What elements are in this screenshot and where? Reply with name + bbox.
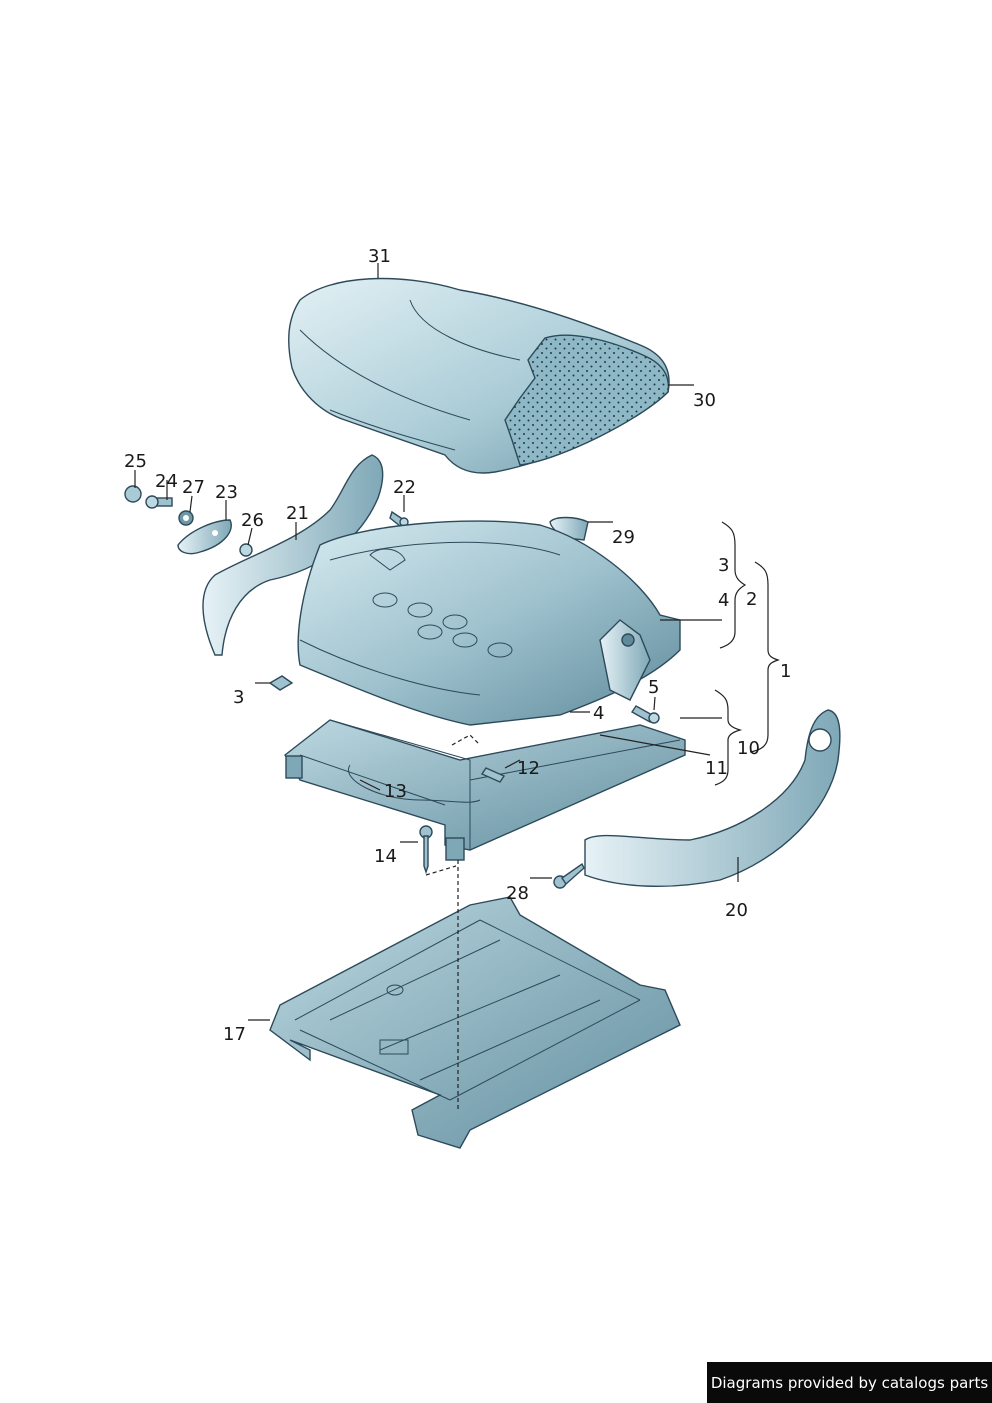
label-17: 17 [223, 1024, 246, 1045]
mounting-frame [269, 896, 681, 1149]
seat-cushion-foam [504, 334, 670, 466]
handle-29 [549, 516, 589, 541]
label-20: 20 [725, 900, 748, 921]
bolt-12 [480, 767, 506, 783]
label-25: 25 [124, 451, 147, 472]
screw-22 [389, 510, 409, 528]
label-10: 10 [737, 738, 760, 759]
seat-rails [284, 719, 686, 861]
label-11: 11 [705, 758, 728, 779]
side-trim-right [584, 709, 841, 888]
bracket-23 [177, 519, 232, 555]
label-31: 31 [368, 246, 391, 267]
leader-lines [134, 263, 780, 1021]
label-29: 29 [612, 527, 635, 548]
label-21: 21 [286, 503, 309, 524]
label-4-lower: 4 [593, 703, 604, 724]
seat-pan [297, 520, 681, 726]
screw-28 [553, 862, 585, 889]
cap-25 [124, 485, 142, 503]
part-labels: 31 30 25 24 27 23 22 26 21 29 3 4 2 1 5 … [124, 246, 791, 1045]
label-24: 24 [155, 471, 178, 492]
label-13: 13 [384, 781, 407, 802]
screw-5 [630, 705, 660, 724]
nut-3 [268, 675, 294, 691]
screw-14 [419, 825, 433, 875]
label-3-upper: 3 [718, 555, 729, 576]
label-2: 2 [746, 589, 757, 610]
clip-26 [239, 543, 253, 557]
label-3-lower: 3 [233, 687, 244, 708]
label-14: 14 [374, 846, 397, 867]
side-trim-left [202, 454, 384, 656]
label-22: 22 [393, 477, 416, 498]
label-4-upper: 4 [718, 590, 729, 611]
label-1: 1 [780, 661, 791, 682]
bolt-24 [145, 495, 173, 509]
credit-banner: Diagrams provided by catalogs parts [707, 1362, 992, 1403]
label-23: 23 [215, 482, 238, 503]
label-27: 27 [182, 477, 205, 498]
label-26: 26 [241, 510, 264, 531]
label-5: 5 [648, 677, 659, 698]
washer-27 [178, 510, 194, 526]
height-adjuster [599, 619, 651, 701]
label-30: 30 [693, 390, 716, 411]
label-28: 28 [506, 883, 529, 904]
label-12: 12 [517, 758, 540, 779]
